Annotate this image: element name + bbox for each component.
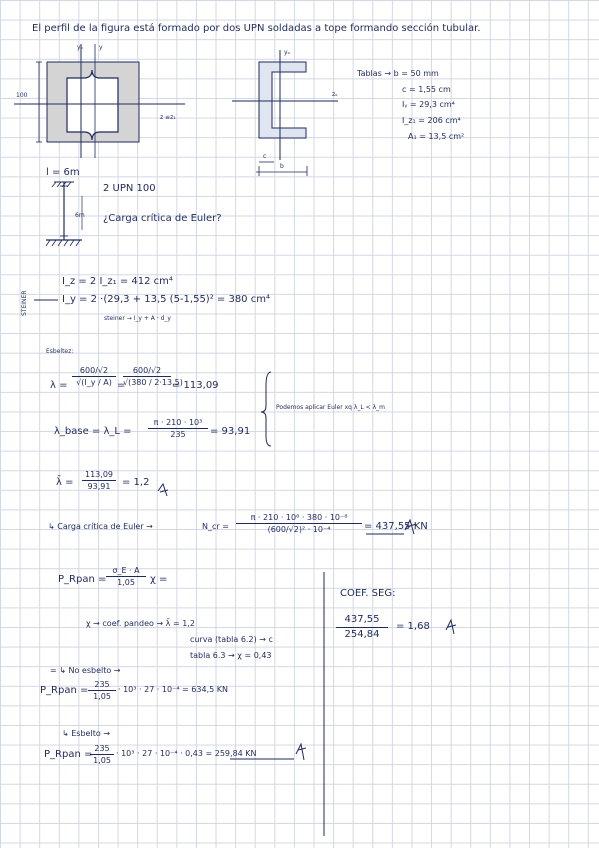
profile-label: 2 UPN 100	[103, 183, 156, 194]
p1-lhs: P_Rpan =	[40, 685, 89, 696]
ncr-result: = 437,55 KN	[364, 521, 428, 532]
axis-z-label: z ≡z₁	[160, 114, 176, 121]
lambda-f1-den: √(I_y / A)	[76, 378, 112, 388]
table-line: tabla 6.3 → χ = 0,43	[190, 651, 272, 660]
p2-rest: · 10³ · 27 · 10⁻⁴ · 0,43 = 259,84 KN	[116, 749, 257, 758]
upn-profile-figure	[232, 50, 338, 176]
tables-line-c: c = 1,55 cm	[402, 85, 451, 94]
esbeltez-heading: Esbeltez:	[46, 348, 74, 355]
lambda-fraction-1: 600/√2 √(I_y / A)	[72, 366, 116, 387]
p2-den: 1,05	[93, 756, 111, 766]
p1-den: 1,05	[93, 692, 111, 702]
lambda-f2-num: 600/√2	[132, 366, 162, 375]
lambda-bar-lhs: λ̄ =	[56, 477, 74, 488]
p2-num: 235	[94, 744, 110, 753]
iy-equation: I_y = 2 ·(29,3 + 13,5 (5-1,55)² = 380 cm…	[62, 294, 270, 305]
lambda-eq: =	[117, 380, 126, 391]
chi-line: χ → coef. pandeo → λ̄ = 1,2	[86, 619, 195, 628]
dimension-100-label: 100	[16, 92, 28, 99]
tables-line-iy: Iᵧ = 29,3 cm⁴	[402, 100, 455, 109]
upn-axis-yo-label: yₒ	[284, 49, 291, 56]
lambda-base-den: 235	[170, 430, 186, 440]
safety-result: = 1,68	[396, 621, 430, 632]
p1-fraction: 235 1,05	[88, 680, 116, 701]
brace-mark	[260, 371, 272, 447]
curve-line: curva (tabla 6.2) → c	[190, 635, 273, 644]
p1-rest: · 10³ · 27 · 10⁻⁴ = 634,5 KN	[118, 685, 228, 694]
p2-fraction: 235 1,05	[90, 744, 114, 765]
p-rpan-fraction: σ_E · A 1,05	[106, 566, 146, 587]
p2-lhs: P_Rpan =	[44, 749, 93, 760]
lambda-fraction-2: 600/√2 √(380 / 2·13,5)	[123, 366, 183, 388]
lambda-f1-num: 600/√2	[79, 366, 109, 375]
lambda-result: = 113,09	[172, 380, 219, 391]
tables-line-b: Tablas → b = 50 mm	[357, 69, 439, 78]
tubular-section-figure	[14, 44, 185, 158]
p-rpan-den: 1,05	[117, 578, 135, 588]
steiner-note: steiner → I_y + A · d_y	[104, 315, 171, 322]
lambda-bar-den: 93,91	[87, 482, 111, 492]
lambda-bar-fraction: 113,09 93,91	[82, 470, 116, 491]
p-rpan-num: σ_E · A	[112, 566, 140, 575]
euler-note: Podemos aplicar Euler xq λ_L < λ_m	[276, 404, 386, 411]
iz-equation: I_z = 2 I_z₁ = 412 cm⁴	[62, 276, 173, 287]
no-esbelto-label: = ↳ No esbelto →	[50, 666, 121, 675]
problem-statement: El perfil de la figura está formado por …	[32, 23, 481, 34]
safety-den: 254,84	[344, 628, 380, 640]
ncr-fraction: π · 210 · 10⁶ · 380 · 10⁻⁸ (600/√2)² · 1…	[236, 513, 362, 534]
esbelto-label: ↳ Esbelto →	[62, 729, 110, 738]
lambda-bar-result: = 1,2	[122, 477, 150, 488]
dimension-c-label: c	[263, 153, 267, 160]
lambda-base-num: π · 210 · 10³	[153, 418, 203, 427]
critical-load-label: ↳ Carga crítica de Euler →	[48, 522, 153, 531]
lambda-base-lhs: λ_base = λ_L =	[54, 426, 132, 437]
lambda-bar-num: 113,09	[85, 470, 113, 479]
lambda-base-result: = 93,91	[210, 426, 251, 437]
column-sketch	[45, 181, 83, 247]
chi-lhs: χ =	[150, 574, 168, 585]
question-label: ¿Carga crítica de Euler?	[103, 213, 222, 224]
ncr-den: (600/√2)² · 10⁻⁴	[267, 525, 331, 535]
lambda-f2-den: √(380 / 2·13,5)	[123, 378, 183, 388]
steiner-side-label: STEINER	[21, 290, 28, 316]
axis-yo-label: yₒ	[77, 44, 84, 51]
tables-line-iz1: I_z₁ = 206 cm⁴	[402, 116, 461, 125]
p1-num: 235	[94, 680, 110, 689]
axis-y-label: y	[99, 44, 103, 51]
column-length: l = 6m	[46, 167, 80, 178]
tables-line-a1: A₁ = 13,5 cm²	[408, 132, 465, 141]
safety-num: 437,55	[344, 614, 380, 625]
column-length-small: 6m	[75, 212, 85, 219]
safety-title: COEF. SEG:	[340, 588, 396, 599]
dimension-b-label: b	[280, 163, 284, 170]
upn-axis-z-label: zₒ	[332, 91, 338, 98]
ncr-num: π · 210 · 10⁶ · 380 · 10⁻⁸	[250, 513, 348, 522]
safety-fraction: 437,55 254,84	[336, 614, 388, 640]
lambda-lhs: λ =	[50, 380, 68, 391]
ncr-lhs: N_cr =	[202, 522, 229, 531]
p-rpan-lhs: P_Rpan =	[58, 574, 107, 585]
lambda-base-root: π · 210 · 10³ 235	[148, 418, 208, 439]
